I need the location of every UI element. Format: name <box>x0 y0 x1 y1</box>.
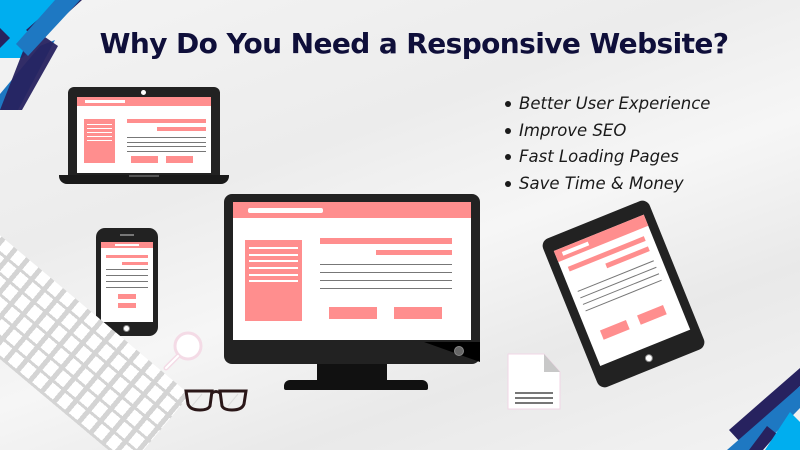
corner-stripes-top-left <box>0 0 82 110</box>
benefit-item: Improve SEO <box>505 118 710 145</box>
corner-stripes-bottom-right <box>727 368 800 450</box>
bullet-icon <box>505 180 511 187</box>
benefit-item: Save Time & Money <box>505 171 710 198</box>
home-button-icon <box>123 325 130 332</box>
eyeglasses-icon <box>184 389 248 412</box>
benefit-item: Better User Experience <box>505 91 710 118</box>
bullet-icon <box>505 127 511 134</box>
laptop-illustration <box>59 87 229 185</box>
bullet-icon <box>505 154 511 161</box>
magnifying-glass-icon <box>163 331 203 371</box>
benefit-item: Fast Loading Pages <box>505 144 710 171</box>
smartphone-illustration <box>96 228 158 338</box>
tablet-illustration <box>540 198 707 390</box>
bullet-icon <box>505 101 511 108</box>
benefits-list: Better User Experience Improve SEO Fast … <box>505 91 710 197</box>
document-icon <box>507 353 561 410</box>
power-button-icon <box>454 346 464 356</box>
camera-icon <box>141 90 146 95</box>
page-title: Why Do You Need a Responsive Website? <box>99 27 729 60</box>
desktop-monitor-illustration <box>224 194 480 396</box>
